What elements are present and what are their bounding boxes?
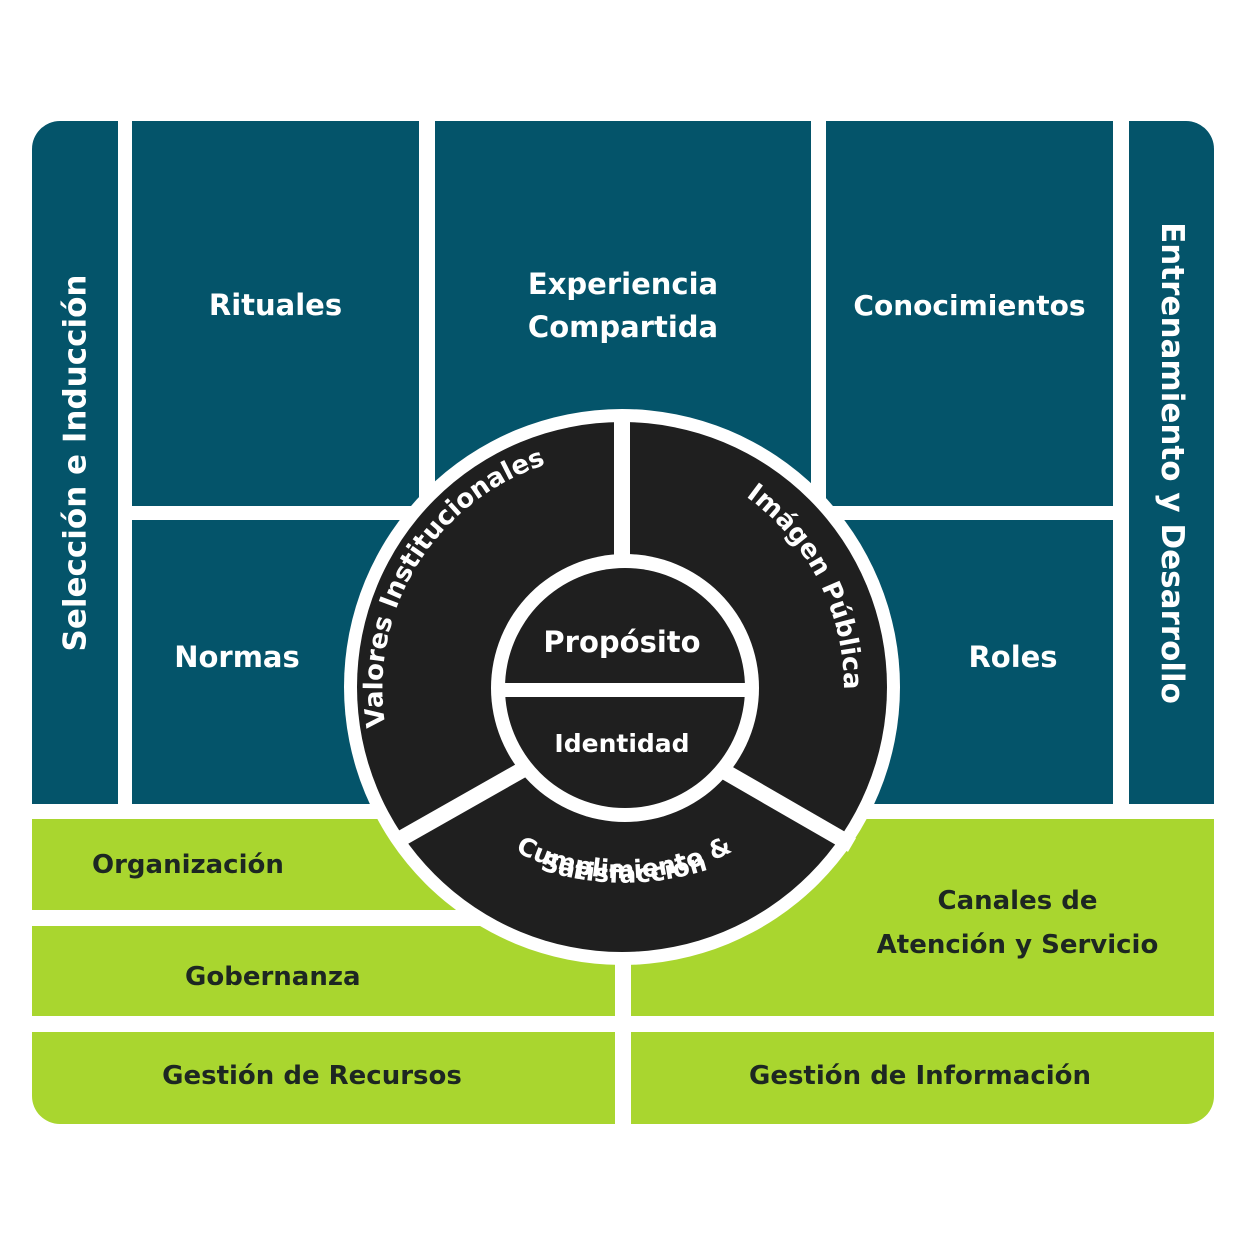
block-label-rituales: Rituales <box>208 288 343 322</box>
block-rituales: Rituales <box>132 121 419 506</box>
block-label-roles: Roles <box>968 640 1058 674</box>
ring-divider-left <box>391 763 526 849</box>
ring-divider-right <box>718 763 856 852</box>
block-informacion: Gestión de Información <box>631 1032 1214 1124</box>
block-label-conocimientos: Conocimientos <box>853 289 1086 322</box>
side-bar-right: Entrenamiento y Desarrollo <box>1129 121 1214 804</box>
side-bar-left: Selección e Inducción <box>32 121 118 804</box>
block-label-normas: Normas <box>174 640 300 674</box>
core-label-proposito: Propósito <box>543 625 700 659</box>
block-recursos: Gestión de Recursos <box>32 1032 615 1124</box>
block-label-canales: Canales de Atención y Servicio <box>876 886 1159 960</box>
block-label-recursos: Gestión de Recursos <box>162 1061 462 1091</box>
block-label-organizacion: Organización <box>92 850 284 880</box>
core-label-identidad: Identidad <box>554 729 689 758</box>
block-gobernanza: Gobernanza <box>32 926 615 1016</box>
block-conocimientos: Conocimientos <box>826 121 1113 506</box>
block-label-gobernanza: Gobernanza <box>185 962 361 992</box>
block-label-informacion: Gestión de Información <box>748 1061 1092 1091</box>
block-label-experiencia: Experiencia Compartida <box>527 267 719 344</box>
